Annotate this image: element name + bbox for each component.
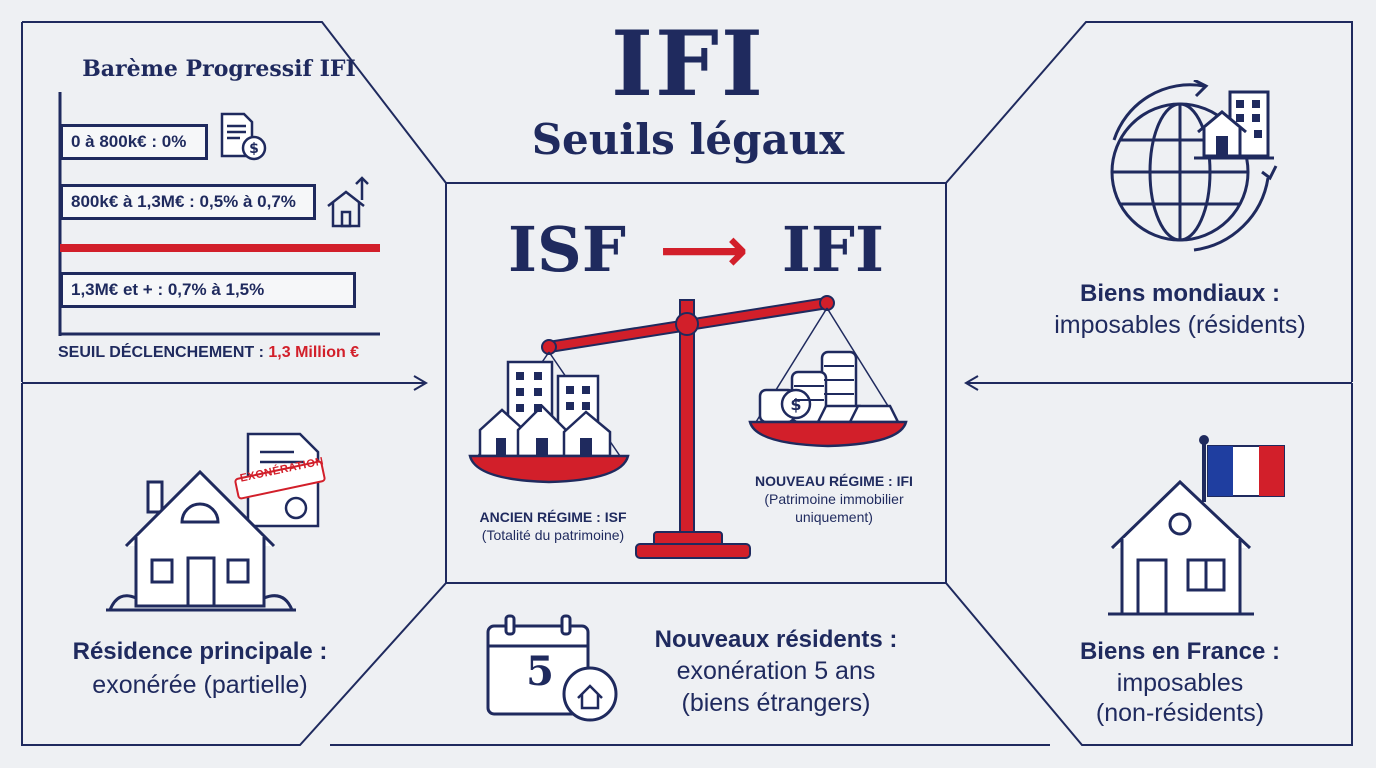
tier-bar-2: 800k€ à 1,3M€ : 0,5% à 0,7% [60,184,316,220]
nouveaux-line2: (biens étrangers) [681,689,871,717]
threshold-value: 1,3 Million € [268,344,360,361]
old-regime-note: (Totalité du patrimoine) [481,527,625,543]
mondiaux-title: Biens mondiaux : [1079,280,1281,307]
old-regime-label: ANCIEN RÉGIME : ISF [479,509,627,525]
bareme-title: Barème Progressif IFI [82,56,356,82]
balance-scale-icon: $ [468,295,908,559]
threshold-label: SEUIL DÉCLENCHEMENT : [58,344,269,361]
page-title: IFI [610,11,766,117]
house-growth-icon [327,176,369,228]
residence-title: Résidence principale : [72,638,328,665]
new-regime-label: NOUVEAU RÉGIME : IFI [755,473,913,489]
tier-bar-3: 1,3M€ et + : 0,7% à 1,5% [60,272,356,308]
france-line1: imposables [1116,669,1244,697]
tier-label: 800k€ à 1,3M€ : 0,5% à 0,7% [71,192,296,211]
svg-text:$: $ [249,141,259,157]
nouveaux-title: Nouveaux résidents : [654,626,898,653]
arrow-right-icon: ⟶ [659,213,749,286]
residence-house-icon [106,432,326,612]
mondiaux-text: imposables (résidents) [1054,311,1306,339]
page-subtitle: Seuils légaux [531,115,845,164]
isf-label: ISF [508,213,626,286]
right-arrow-head [964,375,979,391]
calendar-number: 5 [526,648,554,695]
left-arrow-head [413,375,428,391]
svg-text:$: $ [790,395,801,414]
nouveaux-line1: exonération 5 ans [676,657,876,685]
tier-label: 1,3M€ et + : 0,7% à 1,5% [71,280,265,299]
france-title: Biens en France : [1079,638,1281,665]
calendar-icon [486,614,618,722]
residence-text: exonérée (partielle) [92,671,308,699]
france-house-icon [1108,435,1285,616]
tier-label: 0 à 800k€ : 0% [71,132,187,151]
exoneration-stamp [234,460,326,500]
globe-property-icon [1110,80,1278,252]
threshold-text: SEUIL DÉCLENCHEMENT : 1,3 Million € [58,344,398,362]
isf-to-ifi-heading: ISF ⟶ IFI [448,210,944,290]
new-regime-note-line1: (Patrimoine immobilier [764,491,904,507]
ifi-label: IFI [781,213,884,286]
new-regime-note-line2: uniquement) [795,509,873,525]
tier-bar-1: 0 à 800k€ : 0% [60,124,208,160]
tax-document-icon: $ [220,112,267,161]
france-line2: (non-résidents) [1095,699,1265,727]
